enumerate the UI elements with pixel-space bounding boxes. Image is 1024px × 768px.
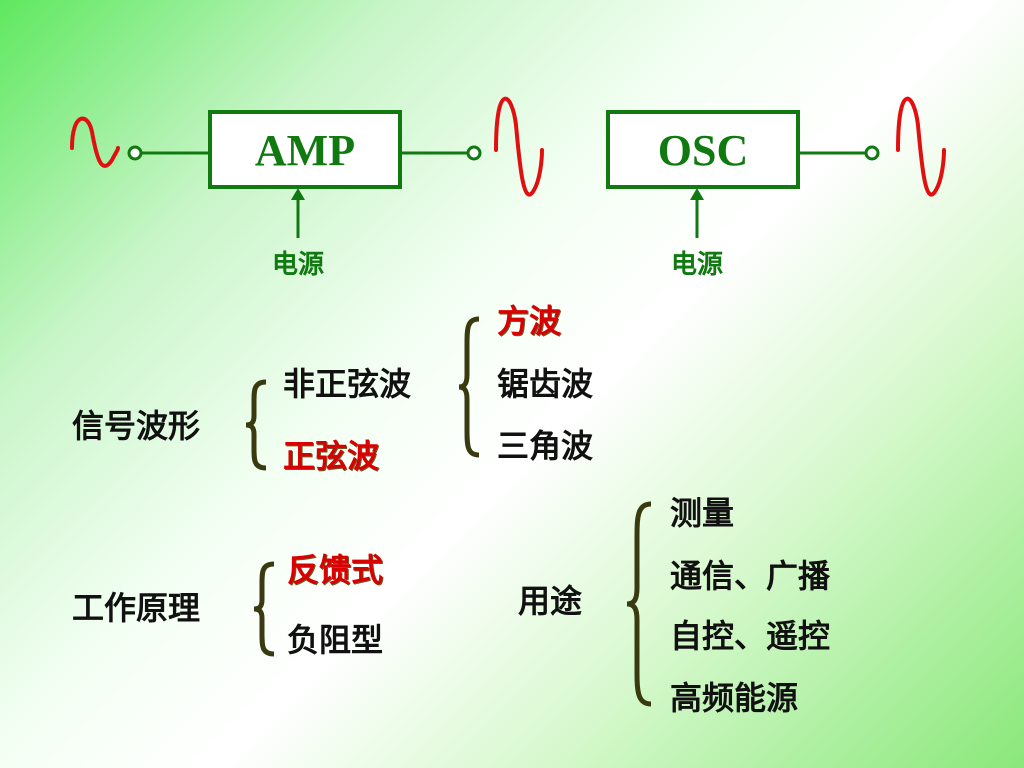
nonsine-brace [458,316,480,458]
amp-power-label: 电源 [272,250,324,280]
principle-brace [253,561,275,657]
amp-input-terminal [127,145,143,161]
osc-label: OSC [658,126,748,175]
triangle-wave-label: 三角波 [497,427,594,465]
negative-resistance-label: 负阻型 [287,621,384,659]
usage-item-hf-energy: 高频能源 [670,679,799,717]
square-wave-label: 方波 [497,302,562,340]
nonsine-wave-label: 非正弦波 [283,365,412,403]
usage-brace [626,501,652,707]
usage-title: 用途 [518,582,583,620]
amp-power-arrowhead [291,188,305,200]
usage-item-control: 自控、遥控 [670,617,831,655]
amp-output-terminal [466,145,482,161]
amp-output-sine-wave [494,96,544,197]
osc-power-label: 电源 [671,250,723,280]
sine-wave-label: 正弦波 [283,437,380,475]
amp-osc-diagram: AMP 电源 OSC 电源 [70,96,946,280]
input-sine-wave [70,116,120,168]
amp-label: AMP [255,126,355,175]
osc-box [606,110,800,189]
signal-waveform-title: 信号波形 [72,407,201,445]
osc-output-terminal [864,145,880,161]
osc-power-arrowhead [690,188,704,200]
feedback-type-label: 反馈式 [287,551,384,589]
amp-box [208,110,402,189]
working-principle-title: 工作原理 [72,589,201,627]
usage-item-measurement: 测量 [670,494,735,532]
osc-output-sine-wave [896,96,946,197]
sawtooth-wave-label: 锯齿波 [497,365,594,403]
signal-brace [245,379,267,471]
usage-item-communication: 通信、广播 [670,557,831,595]
